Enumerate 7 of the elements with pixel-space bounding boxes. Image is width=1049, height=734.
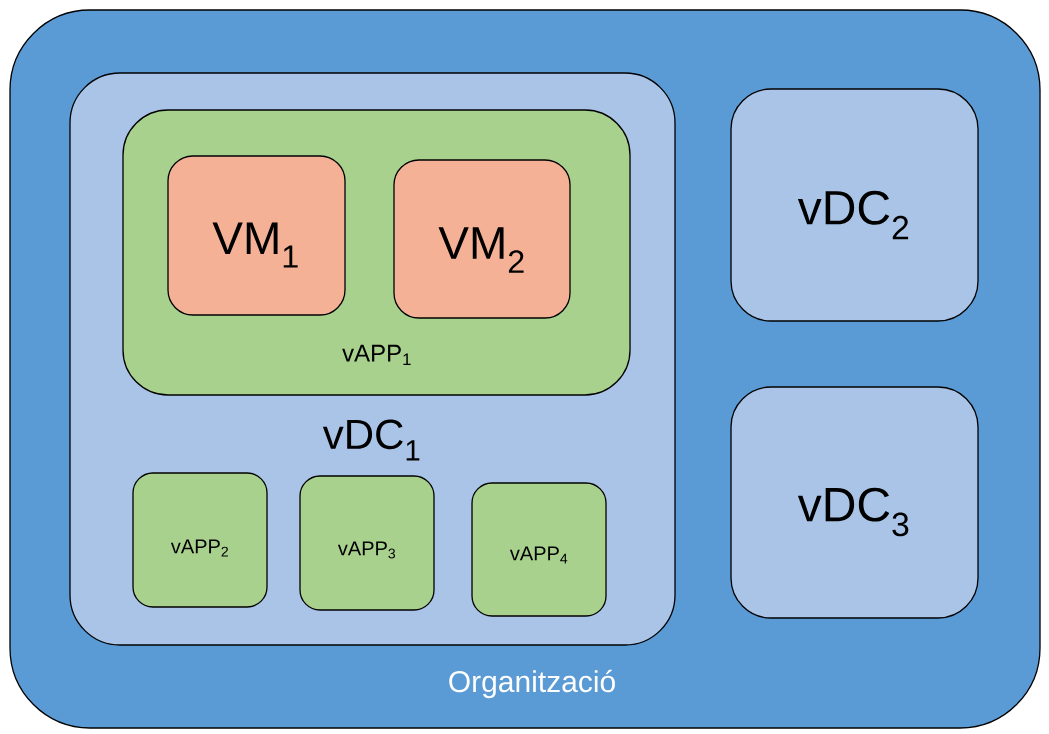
app-box: vAPP$_{3}$	[299, 475, 435, 611]
vm-box: VM$_{1}$	[167, 155, 346, 316]
vm-box: VM$_{2}$	[393, 159, 571, 319]
app-box: vAPP$_{2}$	[132, 472, 268, 608]
datacenter-box: vDC$_{2}$	[730, 88, 979, 322]
app-box: vAPP$_{4}$	[471, 482, 607, 617]
datacenter-box: vDC$_{3}$	[730, 386, 979, 619]
